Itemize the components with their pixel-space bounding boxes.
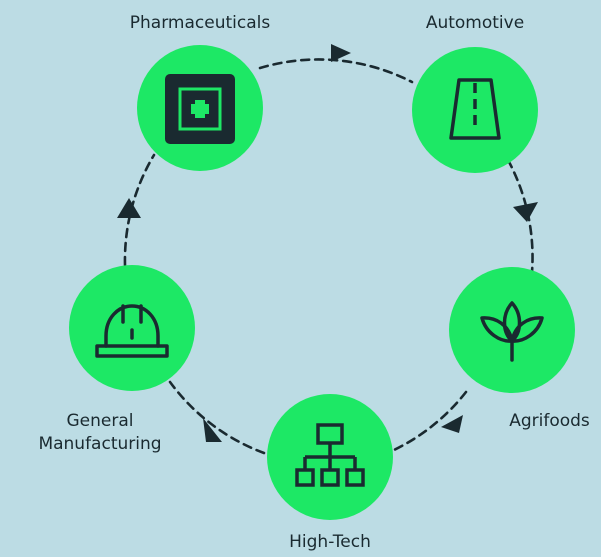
label-agrifoods: Agrifoods	[509, 411, 590, 431]
network-hierarchy-icon	[295, 423, 365, 487]
arrowhead-to-manufacturing	[203, 418, 222, 442]
node-high-tech	[267, 394, 393, 520]
label-high-tech: High-Tech	[289, 532, 371, 552]
cycle-arrowheads	[117, 44, 538, 442]
medical-cross-icon	[165, 74, 235, 144]
arrowhead-to-agrifoods	[513, 202, 538, 222]
node-general-manufacturing	[69, 265, 195, 391]
road-icon	[449, 78, 501, 140]
arrowhead-to-automotive	[331, 44, 351, 62]
node-agrifoods	[449, 267, 575, 393]
arrowhead-to-hightech	[441, 415, 463, 433]
node-pharmaceuticals	[137, 45, 263, 171]
connector-pharmaceuticals-automotive	[258, 58, 414, 84]
label-pharmaceuticals: Pharmaceuticals	[129, 13, 271, 33]
node-automotive	[412, 47, 538, 173]
hard-hat-icon	[95, 304, 169, 358]
connector-agrifoods-hightech	[392, 390, 468, 452]
label-automotive: Automotive	[425, 13, 525, 33]
arrowhead-to-pharmaceuticals	[117, 198, 141, 218]
plant-leaf-icon	[480, 301, 544, 362]
connector-hightech-manufacturing	[168, 380, 266, 455]
label-general-manufacturing: General Manufacturing	[38, 411, 162, 454]
